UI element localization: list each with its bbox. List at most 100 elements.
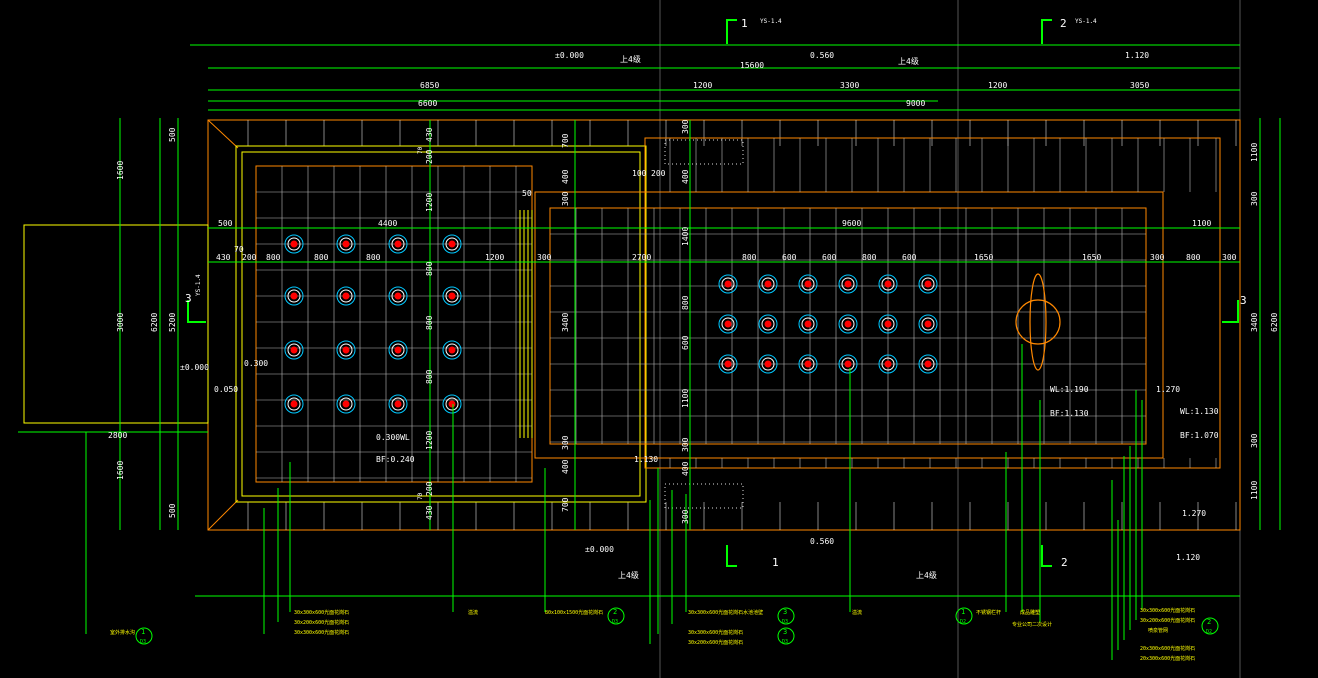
callout-railing: 不锈钢栏杆: [976, 609, 1001, 616]
fountain-jet: [336, 286, 356, 306]
fountain-ring: [342, 400, 350, 408]
callout-9a: 30x300x600光面花岗石: [1140, 607, 1195, 614]
md-lo-1: 300: [561, 435, 570, 450]
fountain-ring: [918, 314, 938, 334]
callout-5c: 30x200x600光面花岗石: [688, 639, 743, 646]
rp-col-6: 600: [902, 253, 917, 262]
fountain-jet: [442, 234, 462, 254]
fountain-jet: [388, 234, 408, 254]
section-1-bottom: 1: [772, 556, 779, 569]
md-lo-3: 700: [561, 497, 570, 512]
entrance-block: [23, 224, 209, 424]
lp-dim-4400: 4400: [378, 219, 397, 228]
fountain-jet: [838, 354, 858, 374]
lp-v-5: 800: [425, 315, 434, 330]
fountain-ring: [884, 360, 892, 368]
fountain-ring: [388, 340, 408, 360]
lp-v-8: 200: [425, 481, 434, 496]
dim-top-3: 1200: [693, 81, 712, 90]
md-r-1: 300: [681, 119, 690, 134]
rp-col-11: 300: [1222, 253, 1237, 262]
fountain-jet: [758, 314, 778, 334]
fountain-ring: [342, 346, 350, 354]
fountain-ring: [394, 346, 402, 354]
fountain-ring: [841, 317, 855, 331]
fountain-ring: [841, 277, 855, 291]
fountain-jet: [878, 354, 898, 374]
fountain-ring: [284, 394, 304, 414]
fountain-jet: [798, 274, 818, 294]
lp-col-1: 430: [216, 253, 231, 262]
detail-bubble-labels: 1 D3 2 D3 3 D3 3 D3 1 D2 2 D2: [140, 608, 1212, 645]
fountain-ring: [924, 320, 932, 328]
fountain-ring: [287, 289, 301, 303]
fountain-jet: [284, 394, 304, 414]
lp-v-7: 1200: [425, 431, 434, 450]
callout-9b: 30x200x600光面花岗石: [1140, 617, 1195, 624]
level-left: ±0.000: [180, 363, 209, 372]
fountain-ring: [798, 274, 818, 294]
sculpture-outline: [1015, 273, 1061, 371]
level-top-2: 0.560: [810, 51, 834, 60]
lp-level-1: 0.300: [244, 359, 268, 368]
fountain-ring: [884, 280, 892, 288]
fountain-ring: [336, 234, 356, 254]
fountain-jet: [336, 394, 356, 414]
dim-top-7: 6600: [418, 99, 437, 108]
section-cut-marks: [187, 19, 1239, 567]
fountain-ring: [339, 237, 353, 251]
fountain-ring: [394, 240, 402, 248]
fountain-ring: [284, 234, 304, 254]
lp-v-6: 800: [425, 369, 434, 384]
callout-5a: 30x300x600光面花岗石水池池壁: [688, 609, 763, 616]
fountain-ring: [884, 320, 892, 328]
callout-sculpture-design: 专业公司二次设计: [1012, 621, 1052, 628]
fountain-ring: [391, 289, 405, 303]
lp-bf: BF:0.240: [376, 455, 415, 464]
rp-bf-1: BF:1.130: [1050, 409, 1089, 418]
rp-level-b: 1.270: [1182, 509, 1206, 518]
fountain-jet: [798, 314, 818, 334]
rp-col-7: 1650: [974, 253, 993, 262]
fountain-ring: [442, 340, 462, 360]
fountain-ring: [388, 286, 408, 306]
fountain-jet: [758, 274, 778, 294]
rp-bf-2: BF:1.070: [1180, 431, 1219, 440]
detail-ref-1: D3: [140, 639, 146, 645]
fountain-ring: [798, 354, 818, 374]
level-top-1: ±0.000: [555, 51, 584, 60]
dim-top-1: 6850: [420, 81, 439, 90]
rp-col-10: 800: [1186, 253, 1201, 262]
fountain-ring: [394, 292, 402, 300]
fountain-ring: [718, 274, 738, 294]
rp-dim-9600: 9600: [842, 219, 861, 228]
fountain-ring: [918, 354, 938, 374]
fountain-ring: [388, 394, 408, 414]
rp-col-4: 600: [822, 253, 837, 262]
detail-num-3: 3: [783, 608, 787, 616]
fountain-ring: [391, 343, 405, 357]
rp-level-a: 1.270: [1156, 385, 1180, 394]
detail-num-5: 1: [961, 608, 965, 616]
rp-col-8: 1650: [1082, 253, 1101, 262]
rd-1: 1100: [1250, 143, 1259, 162]
md-up-2: 400: [561, 169, 570, 184]
fountain-ring: [801, 277, 815, 291]
callout-9c: 喷泉管网: [1148, 627, 1168, 634]
md-r-9: 300: [681, 509, 690, 524]
callout-2a: 30x300x600光面花岗石: [294, 609, 349, 616]
fountain-jet: [284, 234, 304, 254]
fountain-ring: [844, 320, 852, 328]
fountain-ring: [284, 286, 304, 306]
fountain-ring: [804, 280, 812, 288]
fountain-ring: [445, 237, 459, 251]
rp-dim-1100: 1100: [1192, 219, 1211, 228]
fountain-ring: [921, 357, 935, 371]
md-r-4: 800: [681, 295, 690, 310]
callout-sculpture: 成品雕塑: [1020, 609, 1040, 616]
detail-ref-2: D3: [612, 619, 618, 625]
fountain-ring: [878, 274, 898, 294]
md-r-6: 1100: [681, 389, 690, 408]
fountain-ring: [838, 274, 858, 294]
